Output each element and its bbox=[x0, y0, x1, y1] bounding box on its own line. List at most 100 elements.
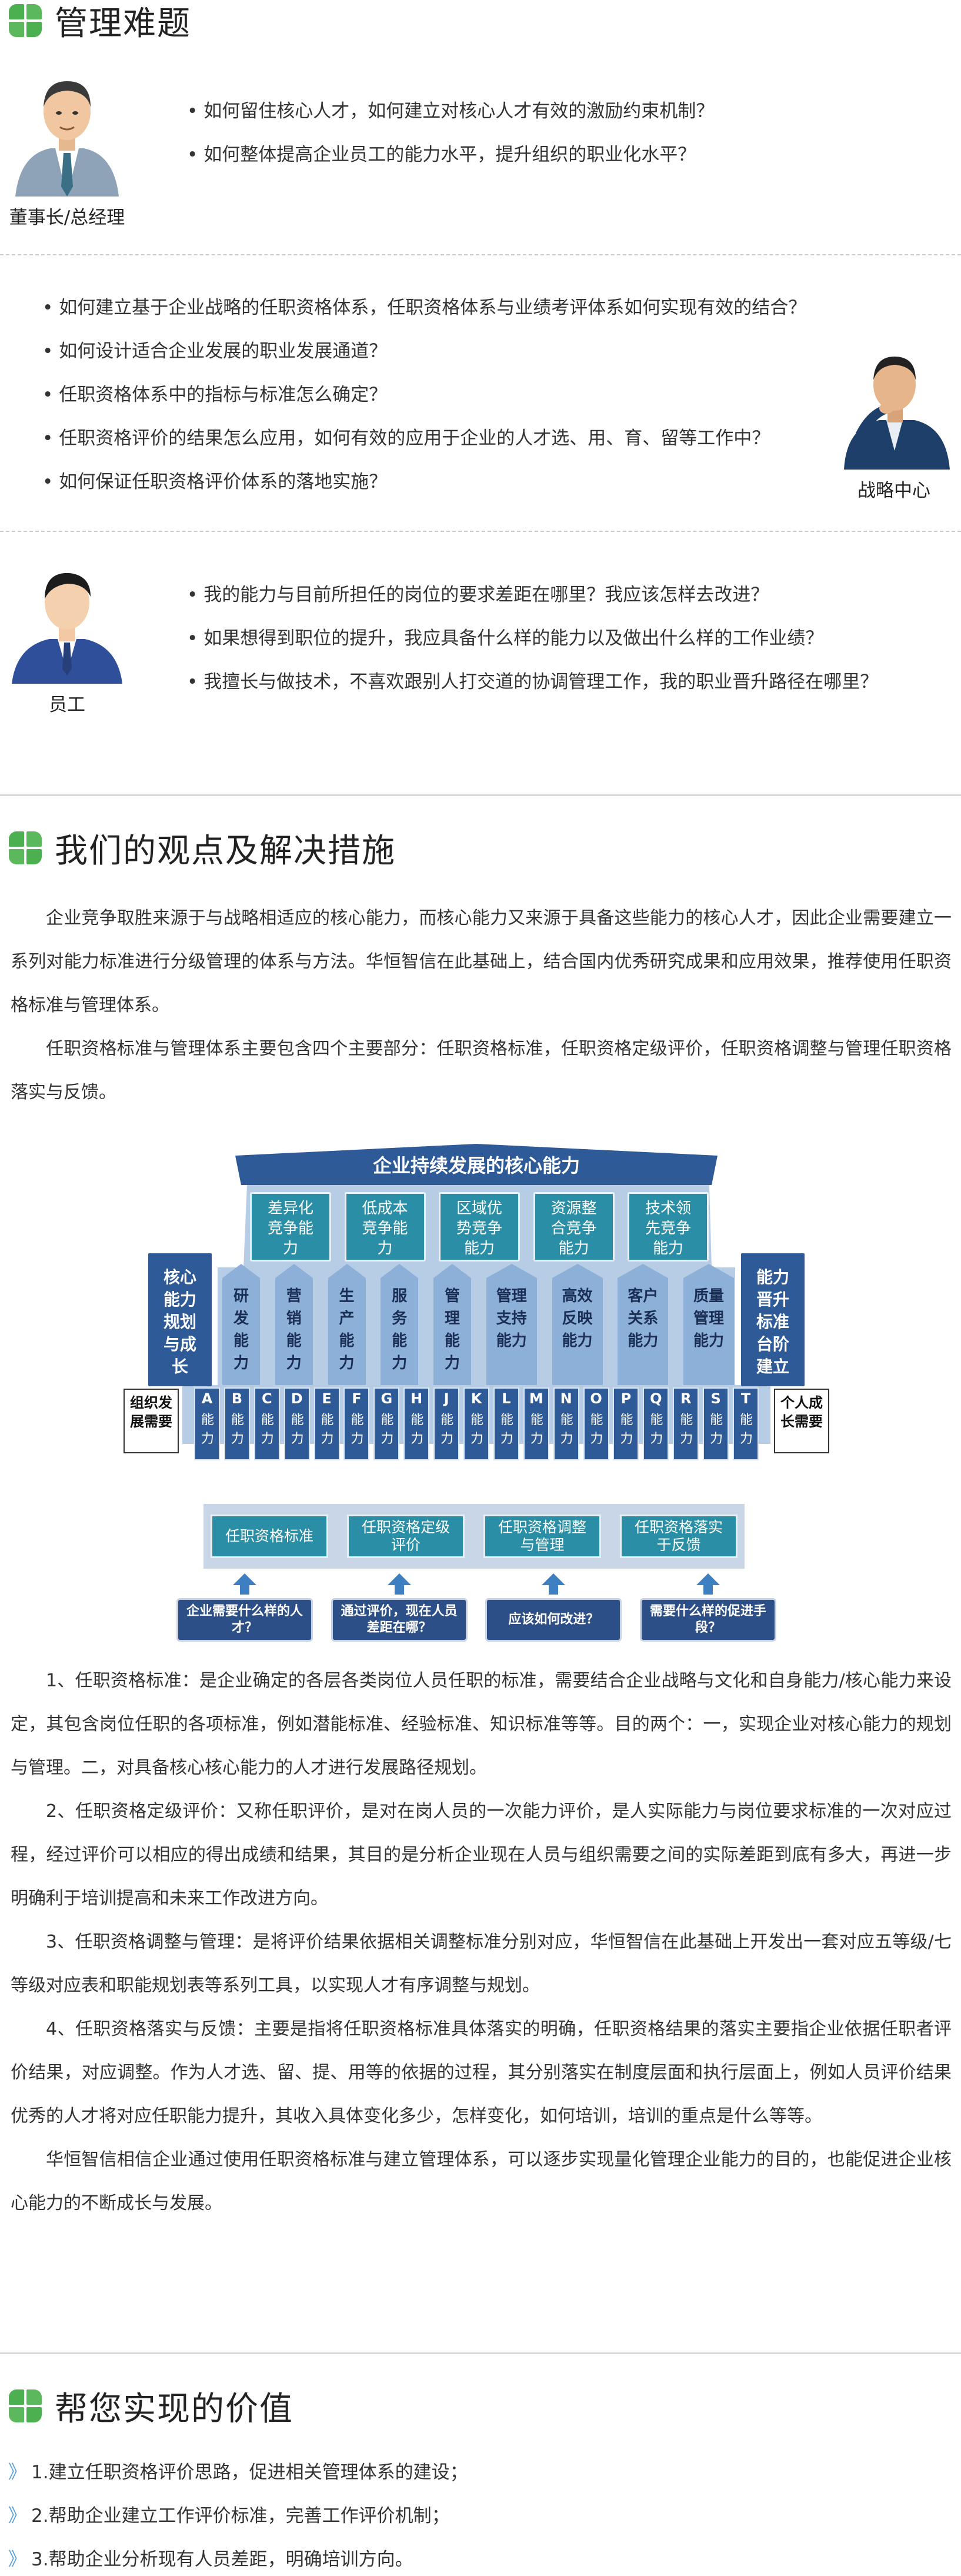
section-heading-solution: 我们的观点及解决措施 bbox=[9, 827, 396, 870]
list-item: 我的能力与目前所担任的岗位的要求差距在哪里？我应该怎样去改进？ bbox=[187, 573, 878, 617]
list-item: 如何设计适合企业发展的职业发展通道？ bbox=[42, 330, 806, 373]
capability-word: 能力 bbox=[321, 1413, 334, 1446]
section-heading-problems: 管理难题 bbox=[9, 0, 191, 43]
capability-word: 能力 bbox=[411, 1413, 424, 1446]
list-item: 任职资格体系中的指标与标准怎么确定？ bbox=[42, 373, 806, 417]
list-item: 》2.帮助企业建立工作评价标准，完善工作评价机制； bbox=[8, 2494, 468, 2538]
employee-question-list: 我的能力与目前所担任的岗位的要求差距在哪里？我应该怎样去改进？ 如果想得到职位的… bbox=[187, 573, 878, 704]
core-competency-box: 区域优势竞争能力 bbox=[439, 1192, 520, 1262]
capability-letter: H bbox=[411, 1390, 423, 1407]
list-item: 如何留住核心人才，如何建立对核心人才有效的激励约束机制？ bbox=[187, 89, 714, 133]
capability-letter: R bbox=[680, 1390, 692, 1407]
section-squares-icon bbox=[9, 831, 42, 864]
capability-word: 能力 bbox=[560, 1413, 573, 1446]
capability-letter: F bbox=[352, 1390, 362, 1407]
right-pillar: 能力晋升标准台阶建立 bbox=[741, 1253, 805, 1386]
strategy-center-caption: 战略中心 bbox=[857, 480, 930, 501]
capability-letter-column: O 能力 bbox=[583, 1387, 609, 1460]
capability-word: 能力 bbox=[530, 1413, 543, 1446]
competency-framework-diagram: 企业持续发展的核心能力 差异化竞争能力低成本竞争能力区域优势竞争能力资源整合竞争… bbox=[124, 1138, 829, 1644]
capability-letter: O bbox=[590, 1390, 602, 1407]
strategy-question-list: 如何建立基于企业战略的任职资格体系，任职资格体系与业绩考评体系如何实现有效的结合… bbox=[42, 286, 806, 504]
up-arrow-icon bbox=[542, 1573, 566, 1595]
solution-intro: 企业竞争取胜来源于与战略相适应的核心能力，而核心能力又来源于具备这些能力的核心人… bbox=[11, 897, 952, 1114]
capability-letter-column: H 能力 bbox=[403, 1387, 430, 1460]
value-list: 》1.建立任职资格评价思路，促进相关管理体系的建设； 》2.帮助企业建立工作评价… bbox=[8, 2451, 468, 2576]
core-competency-row: 差异化竞争能力低成本竞争能力区域优势竞争能力资源整合竞争能力技术领先竞争能力 bbox=[250, 1192, 709, 1265]
capability-word: 能力 bbox=[441, 1413, 454, 1446]
pillar-arrow-shape bbox=[381, 1264, 419, 1385]
function-competency-pillar: 高效反映能力 bbox=[552, 1264, 603, 1385]
detail-paragraph: 3、任职资格调整与管理：是将评价结果依据相关调整标准分别对应，华恒智信在此基础上… bbox=[11, 1932, 952, 1996]
capability-word: 能力 bbox=[291, 1413, 304, 1446]
chevron-right-icon: 》 bbox=[8, 2549, 26, 2570]
divider bbox=[0, 531, 961, 532]
capability-letter-column: R 能力 bbox=[673, 1387, 699, 1460]
process-step-box: 任职资格标准 bbox=[211, 1515, 328, 1558]
pillar-label: 生产能力 bbox=[339, 1287, 355, 1372]
intro-paragraph: 任职资格标准与管理体系主要包含四个主要部分：任职资格标准，任职资格定级评价，任职… bbox=[11, 1039, 952, 1103]
businessman-avatar-icon bbox=[9, 66, 125, 197]
capability-word: 能力 bbox=[231, 1413, 244, 1446]
employee-figure: 员工 bbox=[8, 560, 126, 716]
function-competency-pillar: 服务能力 bbox=[381, 1264, 419, 1385]
strategy-center-figure: 战略中心 bbox=[829, 339, 959, 502]
capability-word: 能力 bbox=[590, 1413, 603, 1446]
section-title: 管理难题 bbox=[55, 4, 191, 43]
pillar-arrow-shape bbox=[683, 1264, 734, 1385]
pillar-label: 营销能力 bbox=[286, 1287, 302, 1372]
capability-letter-column: Q 能力 bbox=[643, 1387, 669, 1460]
pillar-arrow-shape bbox=[486, 1264, 537, 1385]
capability-word: 能力 bbox=[740, 1413, 753, 1446]
left-pillar: 核心能力规划与成长 bbox=[148, 1253, 212, 1386]
list-item: 》3.帮助企业分析现有人员差距，明确培训方向。 bbox=[8, 2538, 468, 2576]
capability-letter: N bbox=[560, 1390, 572, 1407]
function-competency-pillar: 客户关系能力 bbox=[618, 1264, 669, 1385]
pillar-arrow-shape bbox=[328, 1264, 366, 1385]
list-item: 我擅长与做技术，不喜欢跟别人打交道的协调管理工作，我的职业晋升路径在哪里？ bbox=[187, 660, 878, 704]
capability-word: 能力 bbox=[680, 1413, 693, 1446]
capability-word: 能力 bbox=[471, 1413, 484, 1446]
pillar-label: 质量管理能力 bbox=[693, 1287, 724, 1350]
pillar-arrow-shape bbox=[275, 1264, 313, 1385]
capability-word: 能力 bbox=[650, 1413, 663, 1446]
capability-letter: Q bbox=[650, 1390, 662, 1407]
function-competency-pillar: 营销能力 bbox=[275, 1264, 313, 1385]
detail-paragraph: 1、任职资格标准：是企业确定的各层各类岗位人员任职的标准，需要结合企业战略与文化… bbox=[11, 1670, 952, 1778]
section-title: 帮您实现的价值 bbox=[55, 2389, 293, 2428]
question-row: 企业需要什么样的人才？通过评价，现在人员差距在哪？应该如何改进？需要什么样的促进… bbox=[176, 1573, 776, 1644]
core-competency-box: 资源整合竞争能力 bbox=[533, 1192, 615, 1262]
businessman-avatar-icon bbox=[12, 573, 122, 684]
list-item: 如何保证任职资格评价体系的落地实施？ bbox=[42, 460, 806, 504]
list-item: 如何整体提高企业员工的能力水平，提升组织的职业化水平？ bbox=[187, 133, 714, 177]
capability-letter: J bbox=[443, 1390, 449, 1407]
roof-title: 企业持续发展的核心能力 bbox=[372, 1154, 580, 1177]
pillar-arrow-shape bbox=[552, 1264, 603, 1385]
org-need-box: 组织发展需要 bbox=[124, 1389, 179, 1453]
chairman-figure: 董事长/总经理 bbox=[8, 66, 126, 229]
up-arrow-icon bbox=[233, 1573, 256, 1595]
section-divider bbox=[0, 2352, 961, 2354]
pillar-label: 研发能力 bbox=[233, 1287, 249, 1372]
function-competency-pillar: 研发能力 bbox=[222, 1264, 260, 1385]
pillar-label: 管理支持能力 bbox=[496, 1287, 527, 1350]
pillar-label: 客户关系能力 bbox=[628, 1287, 659, 1350]
chairman-caption: 董事长/总经理 bbox=[9, 207, 125, 228]
capability-word: 能力 bbox=[201, 1413, 215, 1446]
intro-paragraph: 企业竞争取胜来源于与战略相适应的核心能力，而核心能力又来源于具备这些能力的核心人… bbox=[11, 908, 952, 1016]
capability-letter: A bbox=[201, 1390, 213, 1407]
capability-letter: K bbox=[471, 1390, 482, 1407]
capability-word: 能力 bbox=[710, 1413, 723, 1446]
chairman-question-list: 如何留住核心人才，如何建立对核心人才有效的激励约束机制？ 如何整体提高企业员工的… bbox=[187, 89, 714, 177]
detail-paragraph: 4、任职资格落实与反馈：主要是指将任职资格标准具体落实的明确，任职资格结果的落实… bbox=[11, 2019, 952, 2126]
process-step-box: 任职资格定级评价 bbox=[347, 1515, 465, 1558]
